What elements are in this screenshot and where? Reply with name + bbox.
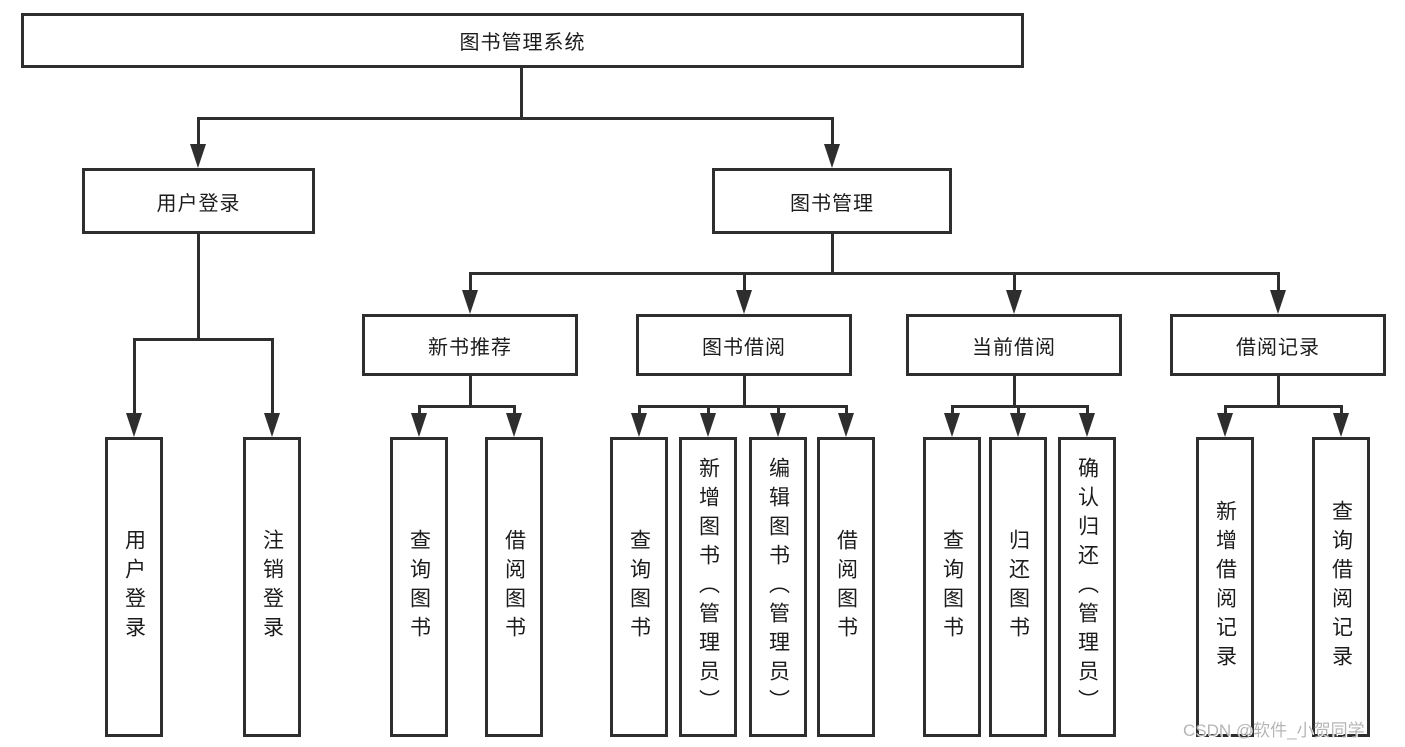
arrowhead-to-new-book-rec bbox=[462, 290, 478, 314]
node-borrowing-records: 借阅记录 bbox=[1170, 314, 1386, 376]
connector-br-rail bbox=[1224, 405, 1343, 408]
leaf-rec-query-books: 查询图书 bbox=[390, 437, 448, 737]
connector-bb-drop-4 bbox=[845, 405, 848, 415]
arrowhead-to-leaf-user-login bbox=[126, 413, 142, 437]
arrowhead-to-cb-query bbox=[944, 413, 960, 437]
arrowhead-to-br-add bbox=[1217, 413, 1233, 437]
connector-login-rail bbox=[133, 338, 274, 341]
node-new-book-recommendation: 新书推荐 bbox=[362, 314, 578, 376]
arrowhead-to-borrow-records bbox=[1270, 290, 1286, 314]
arrowhead-to-rec-borrow bbox=[506, 413, 522, 437]
arrowhead-to-cb-return bbox=[1010, 413, 1026, 437]
arrowhead-to-cb-confirm bbox=[1079, 413, 1095, 437]
leaf-bb-edit-books-admin: 编辑图书（管理员） bbox=[749, 437, 807, 737]
connector-cb-drop-1 bbox=[951, 405, 954, 415]
connector-cb-drop-3 bbox=[1086, 405, 1089, 415]
arrowhead-to-bb-add bbox=[700, 413, 716, 437]
connector-root-stem bbox=[520, 68, 523, 117]
connector-rec-drop-2 bbox=[513, 405, 516, 415]
connector-br-drop-2 bbox=[1340, 405, 1343, 415]
connector-br-drop-1 bbox=[1224, 405, 1227, 415]
leaf-rec-borrow-books: 借阅图书 bbox=[485, 437, 543, 737]
leaf-cb-confirm-return-admin: 确认归还（管理员） bbox=[1058, 437, 1116, 737]
arrowhead-to-book-borrow bbox=[736, 290, 752, 314]
connector-root-drop-right bbox=[831, 117, 834, 147]
csdn-watermark: CSDN @软件_小贺同学 bbox=[1183, 721, 1365, 740]
arrowhead-to-leaf-logout bbox=[264, 413, 280, 437]
leaf-br-add-record: 新增借阅记录 bbox=[1196, 437, 1254, 737]
connector-root-rail bbox=[197, 117, 834, 120]
arrowhead-to-current-borrow bbox=[1006, 290, 1022, 314]
arrowhead-to-br-query bbox=[1333, 413, 1349, 437]
connector-cb-rail bbox=[951, 405, 1089, 408]
connector-rec-stem bbox=[469, 376, 472, 405]
leaf-bb-query-books: 查询图书 bbox=[610, 437, 668, 737]
leaf-cb-query-books: 查询图书 bbox=[923, 437, 981, 737]
connector-bb-drop-1 bbox=[638, 405, 641, 415]
node-current-borrowing: 当前借阅 bbox=[906, 314, 1122, 376]
leaf-logout-login: 注销登录 bbox=[243, 437, 301, 737]
leaf-br-query-record: 查询借阅记录 bbox=[1312, 437, 1370, 737]
arrowhead-to-rec-query bbox=[411, 413, 427, 437]
arrowhead-to-bb-edit bbox=[770, 413, 786, 437]
connector-rec-drop-1 bbox=[418, 405, 421, 415]
connector-bb-rail bbox=[638, 405, 848, 408]
arrowhead-to-bb-borrow bbox=[838, 413, 854, 437]
connector-bb-drop-3 bbox=[777, 405, 780, 415]
connector-mgmt-drop-1 bbox=[469, 272, 472, 292]
connector-mgmt-drop-3 bbox=[1013, 272, 1016, 292]
connector-bb-drop-2 bbox=[707, 405, 710, 415]
leaf-cb-return-books: 归还图书 bbox=[989, 437, 1047, 737]
connector-mgmt-rail bbox=[469, 272, 1280, 275]
leaf-bb-borrow-books: 借阅图书 bbox=[817, 437, 875, 737]
connector-cb-drop-2 bbox=[1017, 405, 1020, 415]
connector-login-drop-1 bbox=[133, 338, 136, 415]
connector-rec-rail bbox=[418, 405, 515, 408]
connector-br-stem bbox=[1277, 376, 1280, 405]
node-book-management: 图书管理 bbox=[712, 168, 952, 234]
node-user-login: 用户登录 bbox=[82, 168, 315, 234]
connector-login-drop-2 bbox=[271, 338, 274, 415]
connector-cb-stem bbox=[1013, 376, 1016, 405]
connector-mgmt-drop-2 bbox=[743, 272, 746, 292]
connector-root-drop-left bbox=[197, 117, 200, 147]
connector-mgmt-drop-4 bbox=[1277, 272, 1280, 292]
connector-login-stem bbox=[197, 234, 200, 338]
arrowhead-to-bb-query bbox=[631, 413, 647, 437]
leaf-user-login: 用户登录 bbox=[105, 437, 163, 737]
arrowhead-to-user-login bbox=[190, 144, 206, 168]
node-root: 图书管理系统 bbox=[21, 13, 1024, 68]
connector-mgmt-stem bbox=[831, 234, 834, 272]
node-book-borrowing: 图书借阅 bbox=[636, 314, 852, 376]
connector-bb-stem bbox=[743, 376, 746, 405]
arrowhead-to-book-mgmt bbox=[824, 144, 840, 168]
leaf-bb-add-books-admin: 新增图书（管理员） bbox=[679, 437, 737, 737]
